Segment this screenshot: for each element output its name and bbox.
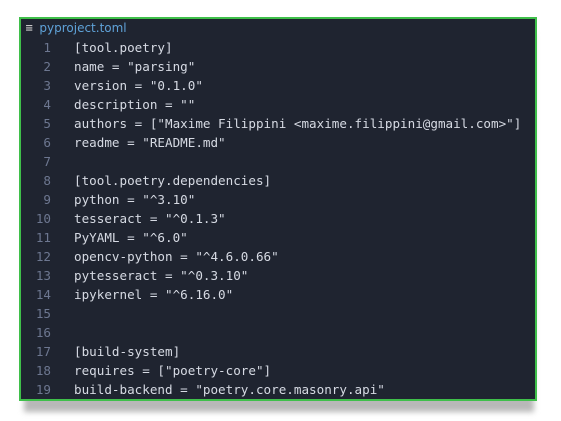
line-number: 2 (43, 59, 51, 74)
line-number: 12 (35, 249, 51, 264)
code-line: 12 opencv-python = "^4.6.0.66" (21, 247, 535, 266)
line-text: description = "" (74, 97, 196, 112)
code-line: 5 authors = ["Maxime Filippini <maxime.fi… (21, 114, 535, 133)
line-number: 18 (35, 363, 51, 378)
line-text: build-backend = "poetry.core.masonry.api… (74, 382, 385, 397)
line-text: [tool.poetry] (74, 40, 173, 55)
menu-icon: ≡ (25, 22, 34, 34)
line-number: 16 (35, 325, 51, 340)
line-number: 13 (35, 268, 51, 283)
line-text: [build-system] (74, 344, 181, 359)
line-text: name = "parsing" (74, 59, 196, 74)
line-number: 9 (43, 192, 51, 207)
file-tab[interactable]: ≡ pyproject.toml (21, 19, 535, 37)
line-text: version = "0.1.0" (74, 78, 203, 93)
line-number: 15 (35, 306, 51, 321)
line-number: 8 (43, 173, 51, 188)
code-line: 11 PyYAML = "^6.0" (21, 228, 535, 247)
line-text: pytesseract = "^0.3.10" (74, 268, 249, 283)
code-line: 3 version = "0.1.0" (21, 76, 535, 95)
line-text: ipykernel = "^6.16.0" (74, 287, 234, 302)
code-line: 2 name = "parsing" (21, 57, 535, 76)
line-number: 5 (43, 116, 51, 131)
code-line: 15 (21, 304, 535, 323)
code-line: 17 [build-system] (21, 342, 535, 361)
line-text: python = "^3.10" (74, 192, 196, 207)
line-text: tesseract = "^0.1.3" (74, 211, 226, 226)
line-text: PyYAML = "^6.0" (74, 230, 188, 245)
line-text: [tool.poetry.dependencies] (74, 173, 272, 188)
line-text: readme = "README.md" (74, 135, 226, 150)
line-number: 17 (35, 344, 51, 359)
code-line: 10 tesseract = "^0.1.3" (21, 209, 535, 228)
editor-window: ≡ pyproject.toml 1 [tool.poetry] 2 name = … (19, 17, 537, 401)
code-line: 8 [tool.poetry.dependencies] (21, 171, 535, 190)
line-text: requires = ["poetry-core"] (74, 363, 272, 378)
code-line: 19 build-backend = "poetry.core.masonry.a… (21, 380, 535, 399)
code-line: 7 (21, 152, 535, 171)
code-line: 13 pytesseract = "^0.3.10" (21, 266, 535, 285)
line-number: 14 (35, 287, 51, 302)
code-area[interactable]: 1 [tool.poetry] 2 name = "parsing" 3 versio… (21, 38, 535, 399)
line-number: 11 (35, 230, 51, 245)
code-line: 1 [tool.poetry] (21, 38, 535, 57)
line-number: 6 (43, 135, 51, 150)
line-number: 7 (43, 154, 51, 169)
line-number: 4 (43, 97, 51, 112)
code-line: 16 (21, 323, 535, 342)
line-text: opencv-python = "^4.6.0.66" (74, 249, 279, 264)
line-number: 3 (43, 78, 51, 93)
code-line: 14 ipykernel = "^6.16.0" (21, 285, 535, 304)
line-text: authors = ["Maxime Filippini <maxime.fil… (74, 116, 522, 131)
code-line: 18 requires = ["poetry-core"] (21, 361, 535, 380)
line-number: 10 (35, 211, 51, 226)
file-name: pyproject.toml (39, 21, 127, 35)
line-number: 19 (35, 382, 51, 397)
code-line: 9 python = "^3.10" (21, 190, 535, 209)
code-line: 6 readme = "README.md" (21, 133, 535, 152)
code-line: 4 description = "" (21, 95, 535, 114)
line-number: 1 (43, 40, 51, 55)
